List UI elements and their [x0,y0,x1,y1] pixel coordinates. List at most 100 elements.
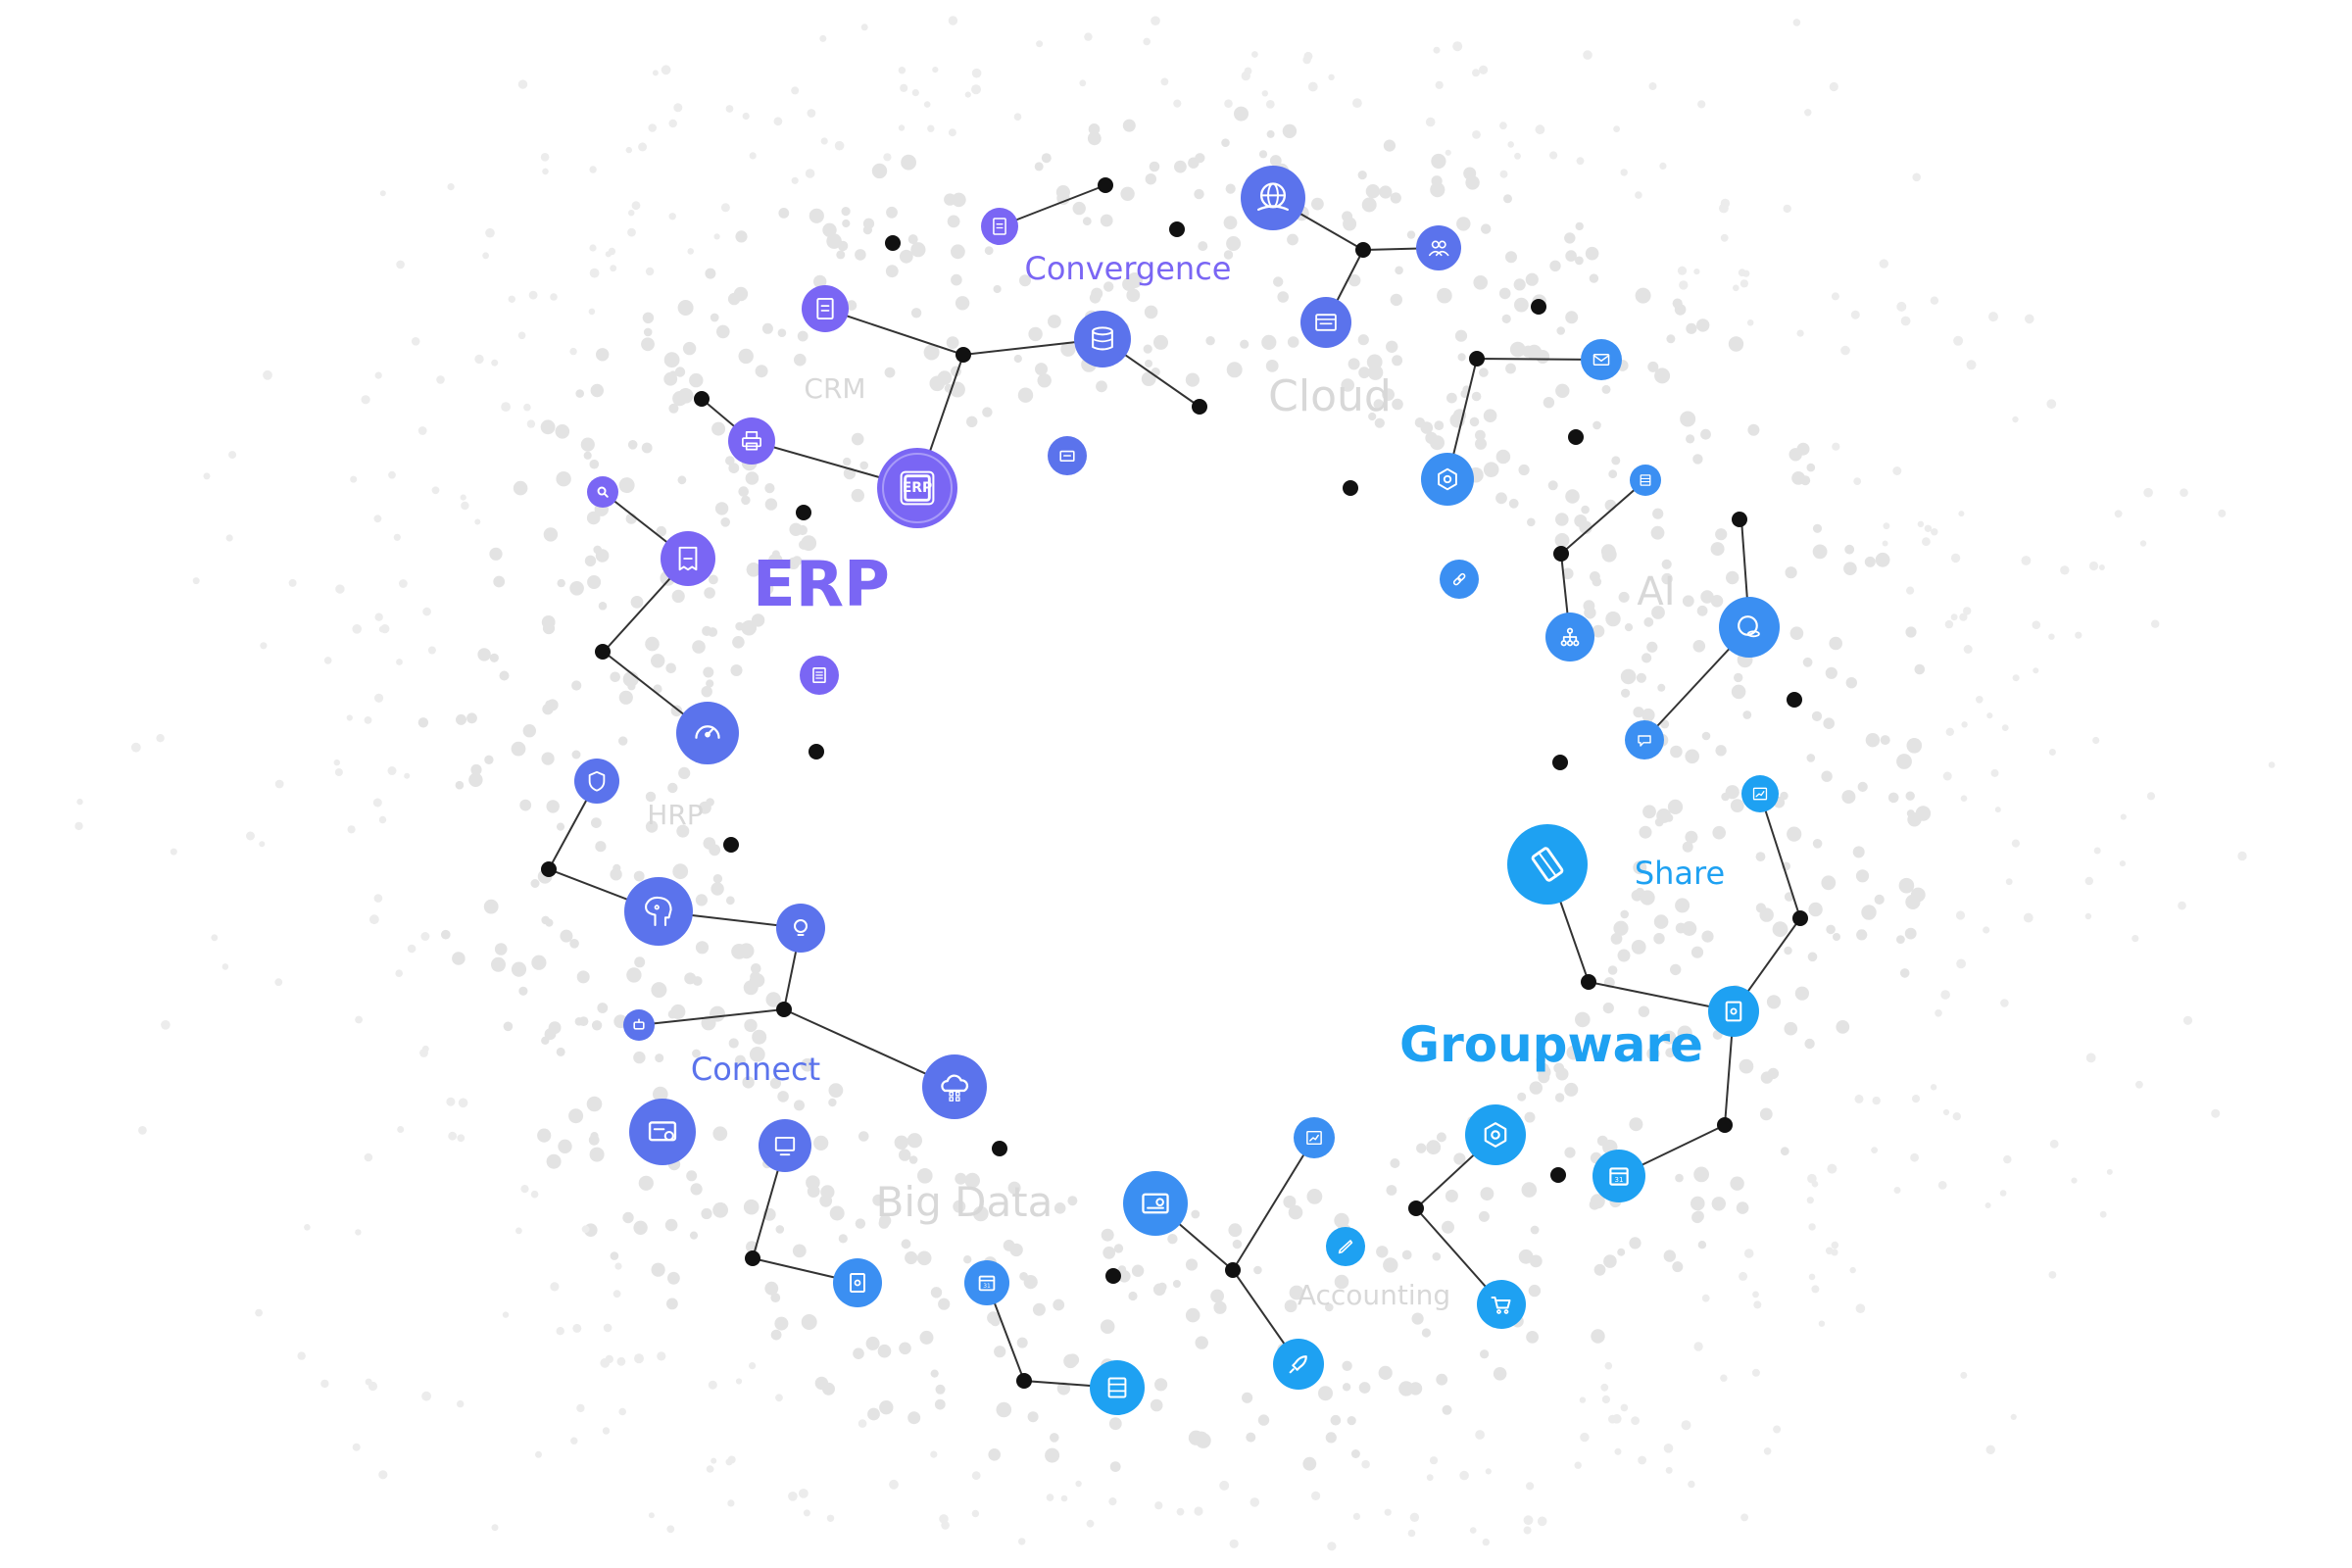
background-dot [1445,1189,1458,1202]
background-dot [522,724,536,738]
background-dot [731,944,747,959]
background-dot [1149,161,1160,172]
background-dot [971,84,981,95]
background-dot [1942,771,1952,781]
background-dot [447,183,455,191]
junction-node [1169,221,1185,237]
background-dot [1806,754,1816,762]
background-dot [347,825,356,834]
list-icon [800,656,839,695]
background-dot [701,1207,712,1220]
background-dot [608,247,616,256]
background-dot [550,293,558,301]
background-dot [1583,600,1595,612]
background-dot [905,1250,918,1265]
background-dot [1999,1190,2007,1197]
background-dot [1688,1480,1695,1489]
background-dot [1629,1237,1642,1250]
background-dot [1966,360,1977,370]
background-dot [733,286,749,302]
background-dot [734,1054,746,1066]
background-dot [616,1356,626,1366]
background-dot [828,1083,844,1098]
browser-icon [1300,297,1351,348]
background-dot [520,1185,529,1194]
background-dot [2010,1413,2017,1420]
background-dot [583,451,592,460]
background-dot [1223,250,1234,260]
background-dot [589,459,600,469]
background-dot [634,1353,644,1364]
background-dot [1459,1470,1469,1481]
background-dot [1811,1180,1819,1188]
background-dot [417,426,427,435]
background-dot [1899,968,1910,978]
background-dot [2237,851,2247,861]
background-dot [374,371,382,379]
background-dot [937,370,953,385]
background-dot [775,1394,783,1402]
background-dot [1383,1257,1398,1273]
background-dot [1675,898,1690,913]
background-dot [1046,1494,1054,1501]
background-dot [916,1250,932,1266]
mail-icon [1581,339,1622,380]
background-dot [764,498,778,511]
background-dot [1518,1249,1534,1264]
background-dot [879,1400,894,1415]
background-dot [228,451,237,460]
background-dot [1613,125,1620,133]
background-dot [642,312,655,323]
background-dot [544,1028,557,1041]
background-dot [1792,19,1801,26]
background-dot [638,1175,654,1191]
chip-icon: ERP [877,448,957,528]
junction-node [694,391,710,407]
gauge-icon [676,702,739,764]
background-dot [1153,334,1168,350]
background-dot [1564,232,1576,244]
background-dot [770,1293,781,1302]
background-dot [1865,733,1881,748]
background-dot [1536,1054,1545,1065]
background-dot [1663,1250,1677,1262]
background-dot [1089,292,1102,304]
background-dot [76,798,83,806]
background-dot [1465,175,1480,190]
screen-icon [759,1119,811,1172]
database-icon [1074,311,1131,368]
background-dot [1662,1030,1677,1045]
background-dot [1348,358,1360,370]
background-dot [1850,310,1860,319]
background-dot [1904,927,1917,940]
chart-icon [1741,775,1779,812]
background-dot [1250,1497,1260,1507]
background-dot [1963,645,1973,654]
background-dot [1032,1302,1046,1316]
background-dot [1028,326,1043,342]
shield-icon [574,759,619,804]
background-dot [570,1437,578,1445]
background-dot [788,1492,798,1501]
background-dot [1334,1212,1349,1229]
background-dot [778,208,790,219]
background-dot [482,252,489,260]
background-dot [834,140,845,151]
coin-icon [1719,597,1780,658]
background-dot [1019,1272,1028,1281]
background-dot [1794,986,1809,1001]
background-dot [1103,281,1114,292]
background-dot [775,1225,785,1234]
background-dot [1675,1173,1684,1183]
background-dot [773,117,783,126]
background-dot [1917,520,1925,527]
background-dot [455,780,465,790]
background-dot [674,367,686,377]
background-dot [1856,929,1868,941]
background-dot [898,67,906,74]
background-dot [192,577,200,585]
background-dot [934,1398,946,1410]
background-dot [1526,1331,1539,1344]
background-dot [720,517,730,527]
background-dot [2114,510,2123,518]
